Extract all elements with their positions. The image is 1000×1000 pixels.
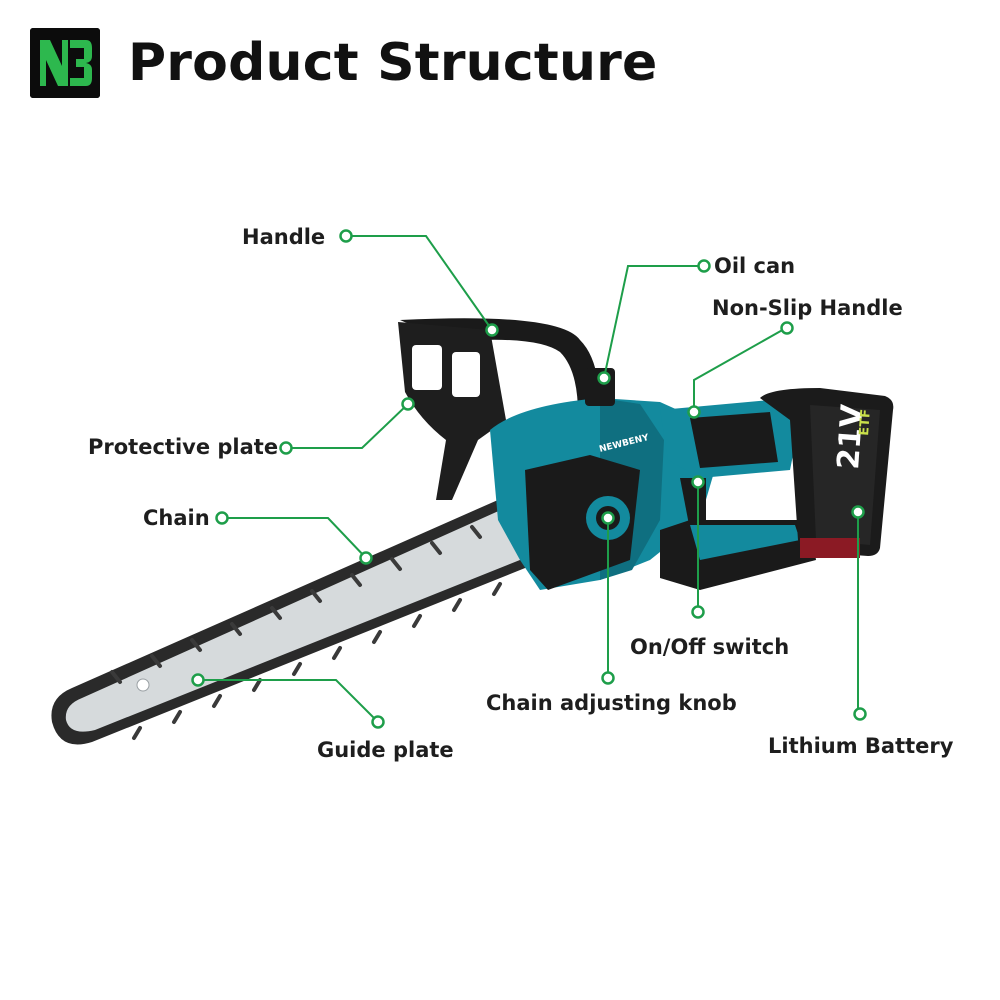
callout-dot-non-slip-target	[687, 405, 701, 419]
label-guide-plate: Guide plate	[317, 738, 454, 762]
callout-dot-chain-label	[215, 511, 229, 525]
callout-dot-switch-target	[691, 475, 705, 489]
battery-voltage-text: 21V	[831, 403, 871, 471]
callout-dot-oil-can-label	[697, 259, 711, 273]
battery-badge-text: ETF	[857, 409, 874, 437]
callout-line-handle	[352, 235, 493, 331]
callout-line-non-slip-handle	[693, 327, 787, 412]
label-on-off-switch: On/Off switch	[630, 635, 790, 659]
label-handle: Handle	[242, 225, 326, 249]
callout-dot-protective-label	[279, 441, 293, 455]
guide-bar	[51, 488, 546, 745]
callout-line-oil-can	[603, 265, 702, 379]
callout-dot-protective-target	[401, 397, 415, 411]
callout-dot-handle-label	[339, 229, 353, 243]
label-oil-can: Oil can	[714, 254, 796, 278]
callout-dot-chain-target	[359, 551, 373, 565]
label-chain-adjusting-knob: Chain adjusting knob	[486, 691, 737, 715]
protective-plate	[398, 322, 506, 500]
callout-dot-handle-target	[485, 323, 499, 337]
callout-dot-battery-label	[853, 707, 867, 721]
callout-line-guide-plate	[198, 679, 379, 723]
label-lithium-battery: Lithium Battery	[768, 734, 954, 758]
callout-dot-knob-label	[601, 671, 615, 685]
label-protective-plate: Protective plate	[88, 435, 279, 459]
callout-dot-oil-can-target	[597, 371, 611, 385]
callout-dots	[191, 229, 867, 729]
callout-line-protective-plate	[288, 403, 409, 449]
callout-dot-battery-target	[851, 505, 865, 519]
callout-dot-guide-target	[191, 673, 205, 687]
brand-logo	[30, 28, 100, 98]
page-title: Product Structure	[128, 33, 658, 93]
callout-lines	[198, 235, 859, 723]
callout-dot-knob-target	[601, 511, 615, 525]
label-chain: Chain	[143, 506, 210, 530]
chain-teeth	[110, 525, 502, 740]
top-handle	[400, 318, 600, 414]
callout-dot-non-slip-label	[780, 321, 794, 335]
callout-dot-guide-label	[371, 715, 385, 729]
header: Product Structure	[30, 28, 970, 104]
callout-line-chain	[224, 517, 367, 559]
label-non-slip-handle: Non-Slip Handle	[712, 296, 903, 320]
logo-icon	[30, 28, 100, 98]
callout-dot-switch-label	[691, 605, 705, 619]
